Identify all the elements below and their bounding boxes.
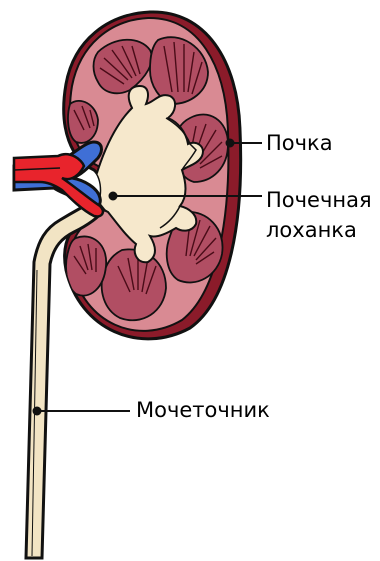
pyramid-5 [102, 249, 166, 320]
renal-pelvis-label: Почечная лоханка [266, 185, 372, 245]
ureter-label: Мочеточник [136, 395, 270, 425]
ureter-pointer-dot [34, 408, 41, 415]
renal-pelvis-label-line-1: Почечная [266, 185, 372, 215]
pelvis-pointer-dot [110, 193, 117, 200]
kidney-label: Почка [266, 128, 333, 158]
renal-pelvis-label-line-2: лоханка [266, 215, 372, 245]
kidney-pointer-dot [227, 140, 234, 147]
